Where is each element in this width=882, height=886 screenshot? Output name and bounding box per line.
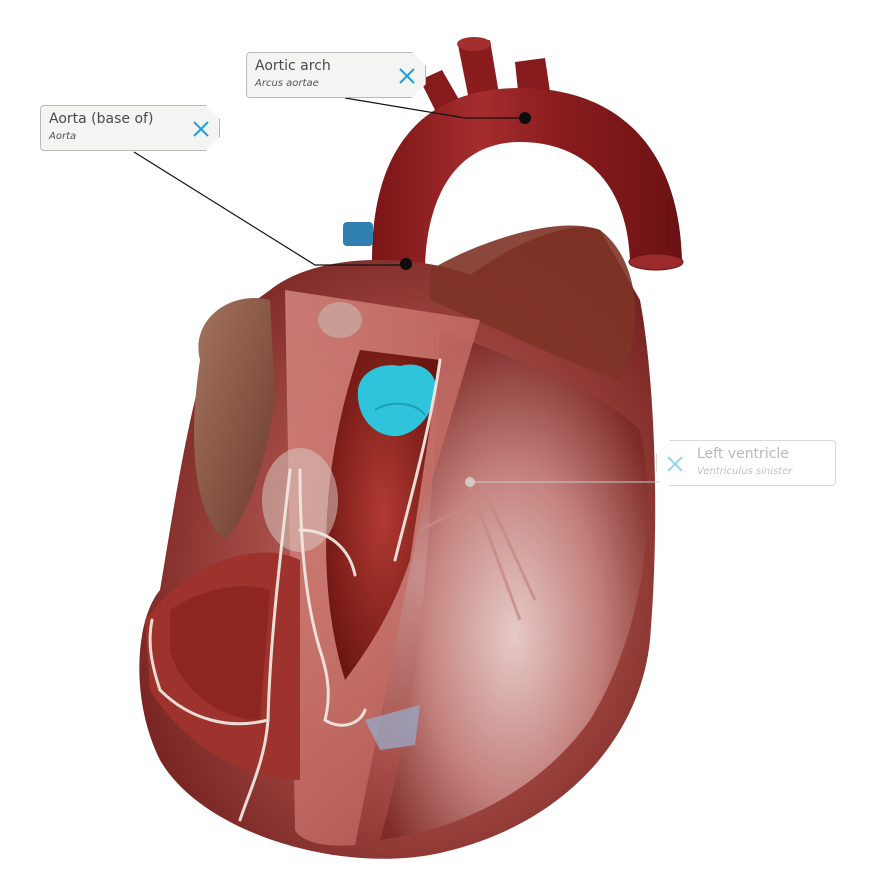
left-ventricle-region [380,330,648,840]
label-subtitle: Aorta [49,131,77,142]
label-aortic-arch[interactable]: Aortic arch Arcus aortae [246,52,426,98]
close-x-icon[interactable] [665,454,685,474]
label-title: Aorta (base of) [49,111,154,127]
pulmonary-valve [357,364,437,437]
aortic-arch [372,88,682,265]
close-x-icon[interactable] [191,119,211,139]
label-aorta-base[interactable]: Aorta (base of) Aorta [40,105,220,151]
aortic-arch-pin [519,112,531,124]
label-subtitle: Arcus aortae [255,78,319,89]
label-subtitle: Ventriculus sinister [697,466,793,477]
label-title: Aortic arch [255,58,331,74]
close-x-icon[interactable] [397,66,417,86]
leader-lines [133,97,660,483]
left-ventricle-pin [465,477,475,487]
label-left-ventricle[interactable]: Left ventricle Ventriculus sinister [656,440,836,486]
label-title: Left ventricle [697,446,789,462]
aorta-base-pin [400,258,412,270]
